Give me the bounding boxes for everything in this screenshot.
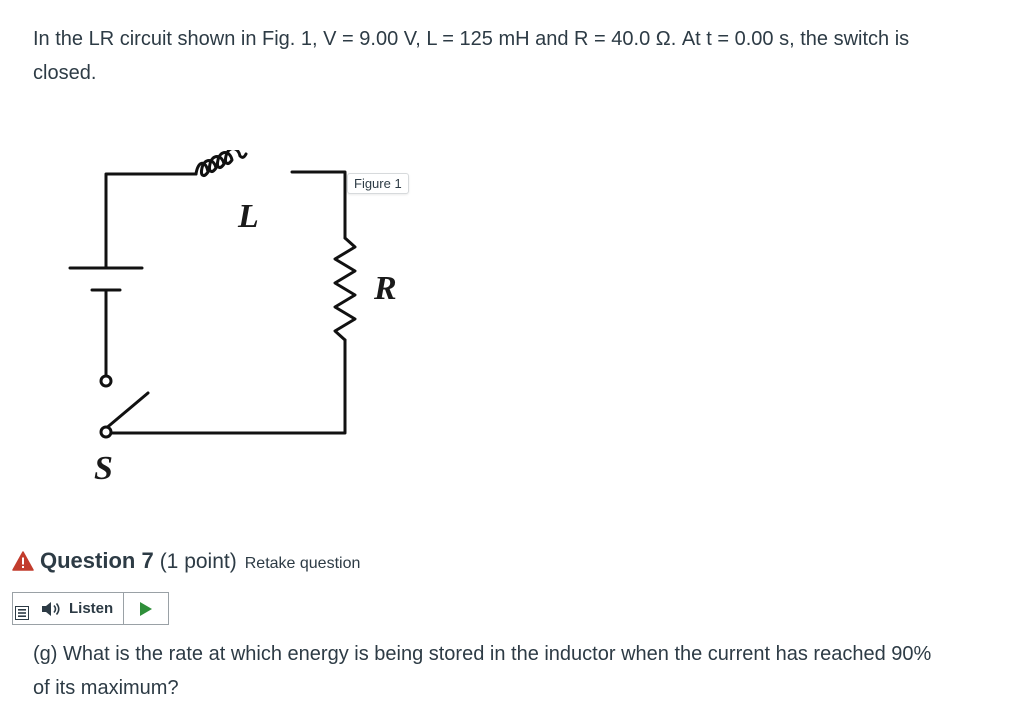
resistor-label: R [374,270,397,307]
listen-toolbar: Listen [12,592,170,625]
wire-top-left [104,172,198,270]
wire-top-right [290,170,347,240]
resistor-zigzag [333,236,357,342]
problem-statement: In the LR circuit shown in Fig. 1, V = 9… [33,28,910,84]
inductor-label: L [238,198,259,235]
play-button[interactable] [124,593,168,624]
listen-button[interactable]: Listen [13,593,125,624]
listen-label: Listen [69,600,114,617]
switch-contact-top [99,374,113,388]
menu-icon[interactable] [15,605,29,620]
switch-blade [102,391,150,432]
question-header: Question 7 (1 point) Retake question [12,548,360,574]
switch-contact-bottom [99,425,113,439]
warning-triangle-icon [12,551,34,571]
wire-bottom [104,338,347,435]
question-prompt: (g) What is the rate at which energy is … [33,643,932,699]
switch-label: S [94,450,113,487]
retake-question-link[interactable]: Retake question [244,555,361,572]
play-icon [140,601,153,616]
question-points: (1 point) [159,550,237,573]
speaker-icon [42,601,60,616]
figure-caption: Figure 1 [347,173,409,194]
lr-circuit-diagram [68,150,357,439]
inductor-coil [194,150,248,177]
circuit-figure: L R S Figure 1 [62,150,422,495]
question-title: Question 7 [40,548,154,573]
